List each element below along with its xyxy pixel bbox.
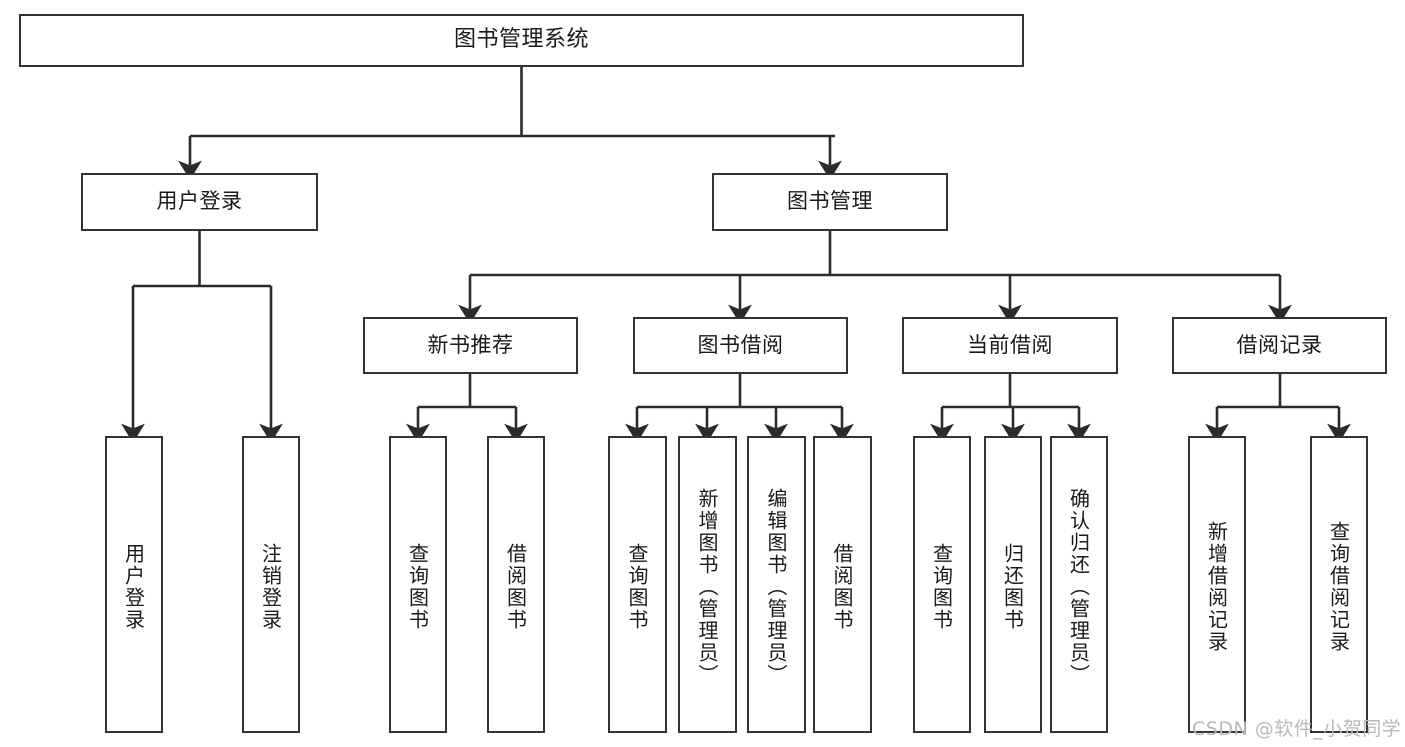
node-book-borrowing[interactable]: 图书借阅	[633, 317, 848, 374]
node-label: 新书推荐	[427, 332, 514, 357]
leaf-add-book-admin[interactable]: 新增图书（管理员）	[678, 436, 737, 733]
node-book-management[interactable]: 图书管理	[712, 173, 948, 231]
csdn-watermark: CSDN @软件_小贺同学	[1192, 718, 1402, 740]
leaf-label: 借阅图书	[503, 542, 528, 631]
leaf-query-borrow-record[interactable]: 查询借阅记录	[1310, 436, 1368, 733]
node-label: 图书借阅	[697, 332, 784, 357]
leaf-label: 查询借阅记录	[1326, 520, 1351, 653]
node-user-login[interactable]: 用户登录	[81, 173, 318, 231]
leaf-query-books-current[interactable]: 查询图书	[913, 436, 971, 733]
leaf-logout[interactable]: 注销登录	[242, 436, 300, 733]
leaf-label: 新增借阅记录	[1204, 520, 1229, 653]
leaf-user-login[interactable]: 用户登录	[105, 436, 163, 733]
leaf-label: 查询图书	[625, 542, 649, 631]
leaf-edit-book-admin[interactable]: 编辑图书（管理员）	[747, 436, 806, 733]
leaf-label: 编辑图书（管理员）	[764, 487, 788, 686]
node-current-borrowing[interactable]: 当前借阅	[902, 317, 1118, 374]
node-label: 当前借阅	[967, 332, 1053, 357]
leaf-label: 归还图书	[1000, 542, 1025, 631]
node-new-book-recommendation[interactable]: 新书推荐	[363, 317, 578, 374]
leaf-query-books-newbook[interactable]: 查询图书	[389, 436, 447, 733]
leaf-return-books[interactable]: 归还图书	[984, 436, 1042, 733]
leaf-label: 确认归还（管理员）	[1066, 487, 1091, 686]
leaf-label: 新增图书（管理员）	[695, 487, 719, 686]
node-root-book-management-system[interactable]: 图书管理系统	[19, 14, 1024, 67]
leaf-confirm-return-admin[interactable]: 确认归还（管理员）	[1050, 436, 1108, 733]
leaf-label: 查询图书	[929, 542, 954, 631]
node-borrow-records[interactable]: 借阅记录	[1172, 317, 1387, 374]
node-label: 借阅记录	[1236, 332, 1323, 357]
node-label: 图书管理	[787, 189, 873, 214]
leaf-borrow-books[interactable]: 借阅图书	[813, 436, 872, 733]
node-label: 图书管理系统	[453, 27, 589, 53]
leaf-add-borrow-record[interactable]: 新增借阅记录	[1188, 436, 1246, 733]
leaf-query-books-borrow[interactable]: 查询图书	[608, 436, 667, 733]
leaf-label: 查询图书	[405, 542, 430, 631]
leaf-label: 借阅图书	[830, 542, 854, 631]
leaf-label: 注销登录	[258, 542, 283, 631]
node-label: 用户登录	[156, 189, 243, 214]
leaf-label: 用户登录	[121, 542, 146, 631]
leaf-borrow-books-newbook[interactable]: 借阅图书	[487, 436, 545, 733]
